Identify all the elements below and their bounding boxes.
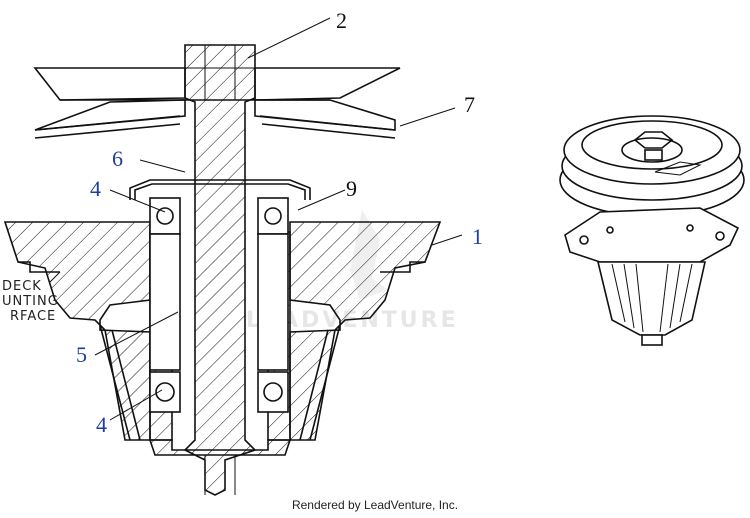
deck-mounting-surface-label: DECK UNTING RFACE: [2, 271, 61, 324]
bearing-shield: [129, 179, 311, 200]
spindle-3d-view: [559, 115, 745, 346]
callout-1: 1: [472, 224, 483, 249]
callout-7: 7: [464, 92, 475, 117]
callout-4-upper: 4: [90, 176, 101, 201]
callout-5: 5: [76, 342, 87, 367]
callout-2: 2: [336, 8, 347, 33]
lower-bearing-left: [149, 371, 181, 413]
lower-bearing-right: [257, 371, 289, 413]
callout-leaders: [94, 17, 463, 421]
upper-bearing-right: [257, 197, 289, 235]
callout-4-lower: 4: [96, 412, 107, 437]
upper-bearing-left: [149, 197, 181, 235]
callout-9: 9: [346, 176, 357, 201]
spindle-shaft: [183, 44, 257, 496]
cross-section-view: DECK UNTING RFACE 2 7 6 4 9 1 5 4: [2, 8, 483, 496]
svg-text:DECK: DECK: [2, 279, 42, 294]
svg-text:RFACE: RFACE: [10, 309, 56, 324]
spacer-tube: [149, 233, 289, 371]
svg-text:UNTING: UNTING: [2, 294, 59, 309]
callout-6: 6: [112, 146, 123, 171]
callout-numbers: 2 7 6 4 9 1 5 4: [76, 8, 483, 437]
footer-credit: Rendered by LeadVenture, Inc.: [291, 498, 459, 512]
